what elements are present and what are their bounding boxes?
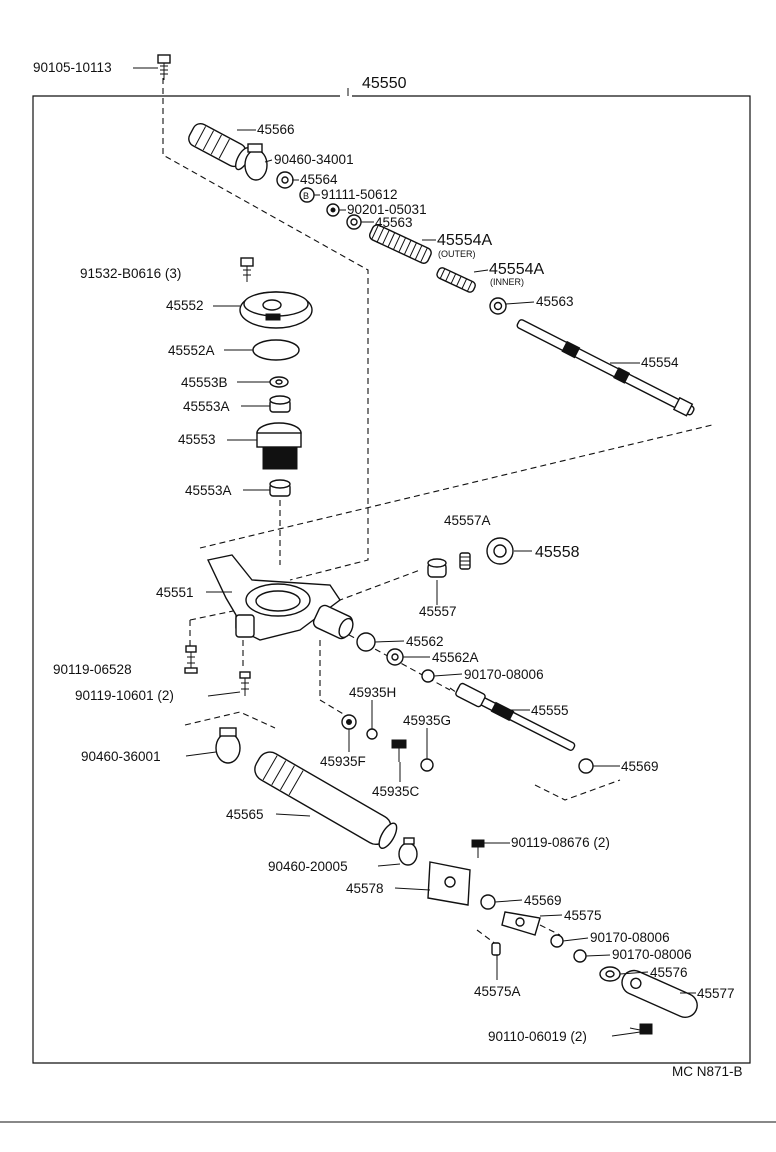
- marker-b-label: B: [303, 191, 309, 201]
- label-45575: 45575: [564, 908, 602, 923]
- label-90119-06528: 90119-06528: [53, 662, 132, 677]
- spring-inner-icon: [436, 267, 476, 293]
- label-45935g: 45935G: [403, 713, 451, 728]
- screw-45935c-icon: [391, 739, 407, 762]
- clamp-90460-20005-icon: [398, 837, 418, 866]
- label-90170-08006-b: 90170-08006: [590, 930, 670, 945]
- bolt-91532-icon: [240, 257, 254, 282]
- label-45575a: 45575A: [474, 984, 521, 999]
- bracket-45578-icon: [427, 861, 471, 906]
- label-45569-b: 45569: [524, 893, 562, 908]
- pinion-45553-icon: [256, 422, 302, 470]
- nut-45558-icon: [486, 537, 514, 565]
- label-45566: 45566: [257, 122, 295, 137]
- label-45576: 45576: [650, 965, 688, 980]
- nut-45569-a-icon: [578, 758, 594, 774]
- note-outer: (OUTER): [438, 249, 476, 259]
- label-90201-05031: 90201-05031: [347, 202, 427, 217]
- label-90460-20005: 90460-20005: [268, 859, 348, 874]
- pin-45575a-icon: [491, 942, 501, 956]
- label-45552a: 45552A: [168, 343, 215, 358]
- label-90170-08006-a: 90170-08006: [464, 667, 544, 682]
- label-90119-08676: 90119-08676 (2): [511, 835, 610, 850]
- label-45557a: 45557A: [444, 513, 491, 528]
- o-ring-45552a-icon: [252, 339, 300, 361]
- label-90110-06019: 90110-06019 (2): [488, 1029, 587, 1044]
- label-45563-a: 45563: [375, 215, 413, 230]
- boot-45566-icon: [188, 122, 251, 171]
- label-90105-10113: 90105-10113: [33, 60, 112, 75]
- label-45563-b: 45563: [536, 294, 574, 309]
- bolt-90119-08676-icon: [471, 839, 485, 858]
- label-45554a-outer: 45554A: [437, 232, 492, 249]
- bushing-top-icon: [269, 395, 291, 413]
- label-45554: 45554: [641, 355, 679, 370]
- label-45557: 45557: [419, 604, 457, 619]
- label-45551: 45551: [156, 585, 194, 600]
- bushing-bottom-icon: [269, 479, 291, 497]
- clamp-90460-34001-icon: [244, 143, 268, 181]
- label-45554a-inner: 45554A: [489, 261, 544, 278]
- label-91111-50612: 91111-50612: [321, 187, 398, 202]
- label-90119-10601: 90119-10601 (2): [75, 688, 174, 703]
- nut-45935g-icon: [420, 758, 434, 772]
- bolt-90119-06528-icon: [184, 645, 198, 674]
- rod-45554-icon: [516, 319, 695, 417]
- catalog-code: MC N871-B: [672, 1064, 743, 1079]
- housing-45551-icon: [206, 554, 354, 641]
- arm-45577-icon: [621, 969, 698, 1019]
- bolt-90110-icon: [629, 1023, 653, 1035]
- spring-outer-icon: [368, 224, 432, 264]
- nut-90170-c-icon: [573, 949, 587, 963]
- label-45562a: 45562A: [432, 650, 479, 665]
- marker-b-icon: B: [299, 187, 315, 203]
- bolt-90105-icon: [157, 54, 171, 80]
- yoke-45557-icon: [427, 558, 447, 578]
- assembly-frame: 45550 MC N871-B: [0, 75, 776, 1123]
- nut-45569-b-icon: [480, 894, 496, 910]
- label-45935f: 45935F: [320, 754, 366, 769]
- label-45578: 45578: [346, 881, 384, 896]
- label-45569-a: 45569: [621, 759, 659, 774]
- label-45553: 45553: [178, 432, 216, 447]
- label-45562: 45562: [406, 634, 444, 649]
- label-90170-08006-c: 90170-08006: [612, 947, 692, 962]
- label-45553a-bottom: 45553A: [185, 483, 232, 498]
- part-drawings: B: [157, 54, 698, 1035]
- label-45935c: 45935C: [372, 784, 420, 799]
- spring-45557a-icon: [459, 552, 471, 570]
- clamp-90460-36001-icon: [215, 727, 241, 764]
- nut-90170-a-icon: [421, 669, 435, 683]
- label-45552: 45552: [166, 298, 204, 313]
- leader-lines: [133, 67, 696, 1037]
- label-90460-34001: 90460-34001: [274, 152, 354, 167]
- note-inner: (INNER): [490, 277, 524, 287]
- assembly-guides: [162, 78, 713, 960]
- plate-45575-icon: [501, 911, 541, 936]
- bolt-90119-10601-icon: [239, 671, 251, 696]
- part-labels: 90105-10113 45566 90460-34001 45564 9111…: [33, 60, 735, 1044]
- label-45577: 45577: [697, 986, 735, 1001]
- label-45553b: 45553B: [181, 375, 228, 390]
- label-45564: 45564: [300, 172, 338, 187]
- label-91532-b0616: 91532-B0616 (3): [80, 266, 181, 281]
- cap-45562-icon: [356, 632, 376, 652]
- ring-45935h-icon: [366, 728, 378, 740]
- label-45558: 45558: [535, 544, 580, 561]
- boot-45565-icon: [254, 751, 398, 849]
- shaft-45555-icon: [455, 682, 576, 751]
- label-45565: 45565: [226, 807, 264, 822]
- nut-90170-b-icon: [550, 934, 564, 948]
- label-45935h: 45935H: [349, 685, 396, 700]
- label-90460-36001: 90460-36001: [81, 749, 161, 764]
- cover-45552-icon: [239, 291, 313, 329]
- assembly-number: 45550: [362, 75, 407, 92]
- label-45555: 45555: [531, 703, 569, 718]
- label-45553a-top: 45553A: [183, 399, 230, 414]
